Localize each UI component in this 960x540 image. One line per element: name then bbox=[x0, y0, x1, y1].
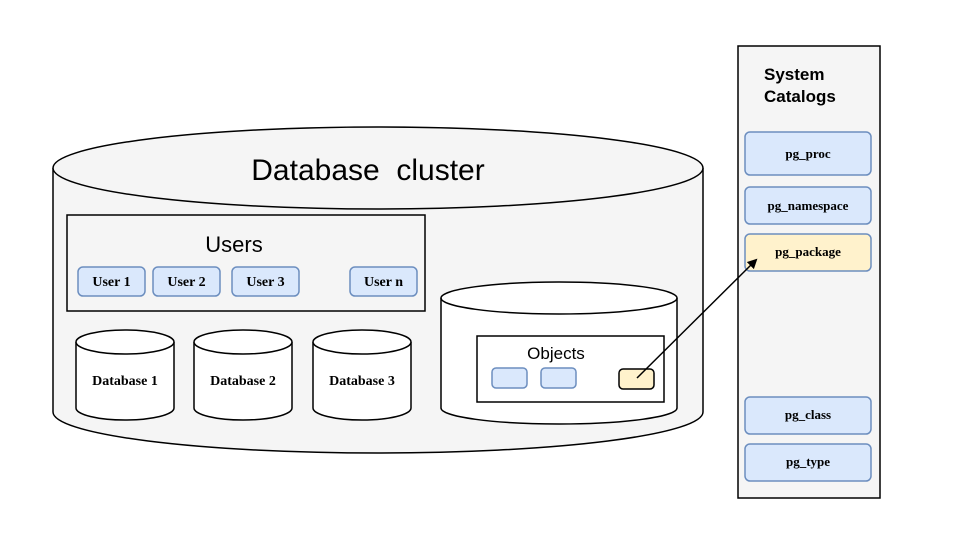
objects-title: Objects bbox=[527, 344, 585, 363]
database-cylinder-top bbox=[312, 329, 412, 355]
user-item-box bbox=[231, 266, 300, 297]
catalog-item-label: pg_class bbox=[785, 407, 831, 422]
database-cylinder-body bbox=[193, 342, 293, 421]
catalog-item-label: pg_proc bbox=[785, 146, 830, 161]
database-label: Database 1 bbox=[92, 374, 158, 389]
catalog-item-pg-proc: pg_proc bbox=[744, 131, 872, 176]
catalog-item-pg-class: pg_class bbox=[744, 396, 872, 435]
user-item-3: User 3 bbox=[231, 266, 300, 297]
cluster-title: Database cluster bbox=[251, 154, 484, 187]
user-item-box bbox=[349, 266, 418, 297]
catalog-item-box bbox=[744, 186, 872, 225]
user-item-n: User n bbox=[349, 266, 418, 297]
user-item-2: User 2 bbox=[152, 266, 221, 297]
users-panel: Users User 1 User 2 User 3 User n bbox=[66, 214, 426, 312]
catalogs-title-line1: System bbox=[764, 65, 824, 84]
catalog-item-box bbox=[744, 131, 872, 176]
user-item-1: User 1 bbox=[77, 266, 146, 297]
catalog-item-label: pg_namespace bbox=[768, 198, 849, 213]
database-cylinder-top bbox=[75, 329, 175, 355]
system-catalogs-panel: System Catalogs pg_proc pg_namespace pg_… bbox=[737, 45, 881, 499]
user-item-label: User 3 bbox=[246, 275, 284, 290]
catalog-item-box bbox=[744, 443, 872, 482]
database-label: Database 3 bbox=[329, 374, 395, 389]
database-1: Database 1 bbox=[75, 329, 175, 421]
database-cylinder-body bbox=[312, 342, 412, 421]
catalog-item-box bbox=[744, 233, 872, 272]
catalog-item-box bbox=[744, 396, 872, 435]
database-cylinder-body bbox=[75, 342, 175, 421]
package-link-arrow bbox=[636, 258, 758, 379]
cluster-cylinder-top bbox=[52, 126, 704, 210]
database-label: Database 2 bbox=[210, 374, 276, 389]
catalogs-title-line2: Catalogs bbox=[764, 87, 836, 106]
object-item-2 bbox=[540, 367, 577, 389]
user-item-box bbox=[77, 266, 146, 297]
catalog-item-pg-package: pg_package bbox=[744, 233, 872, 272]
catalog-item-label: pg_type bbox=[786, 454, 830, 469]
object-item-package bbox=[618, 368, 655, 390]
database-2: Database 2 bbox=[193, 329, 293, 421]
database-cylinder-top bbox=[193, 329, 293, 355]
user-item-label: User 1 bbox=[92, 275, 130, 290]
catalog-item-pg-type: pg_type bbox=[744, 443, 872, 482]
users-title: Users bbox=[205, 232, 262, 257]
objects-store: Objects bbox=[440, 281, 678, 425]
objects-cylinder-top bbox=[440, 281, 678, 315]
database-3: Database 3 bbox=[312, 329, 412, 421]
user-item-label: User 2 bbox=[167, 275, 205, 290]
user-item-label: User n bbox=[364, 275, 403, 290]
catalog-item-label: pg_package bbox=[775, 244, 841, 259]
catalog-item-pg-namespace: pg_namespace bbox=[744, 186, 872, 225]
object-item-1 bbox=[491, 367, 528, 389]
user-item-box bbox=[152, 266, 221, 297]
